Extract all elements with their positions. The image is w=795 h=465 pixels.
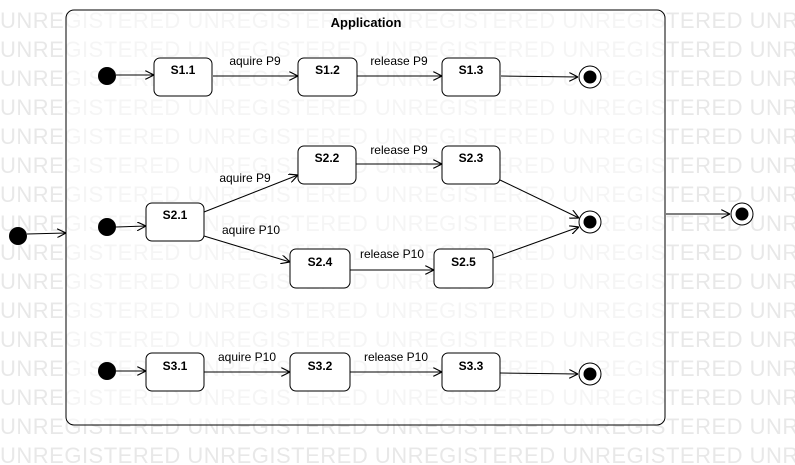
state-label: S3.1 (163, 359, 188, 373)
transition-label: aquire P10 (218, 350, 276, 364)
state-s2-3[interactable]: S2.3 (441, 145, 501, 185)
state-label: S1.2 (315, 63, 340, 77)
composite-state-application[interactable]: Application (65, 9, 666, 426)
state-s2-4[interactable]: S2.4 (289, 248, 351, 289)
region2-final-state[interactable] (578, 210, 602, 234)
state-label: S2.4 (308, 255, 333, 269)
state-s1-3[interactable]: S1.3 (441, 57, 501, 97)
region2-initial-state[interactable] (98, 218, 116, 236)
transition-label: aquire P9 (219, 171, 271, 185)
transition-label: aquire P9 (229, 54, 281, 68)
transition-label: release P10 (360, 247, 424, 261)
state-label: S2.5 (451, 255, 476, 269)
state-label: S3.3 (459, 359, 484, 373)
transition-s2-1-s2-4[interactable] (203, 235, 290, 262)
transition-s2-5-final[interactable] (492, 227, 579, 259)
transition-s2-3-final[interactable] (499, 179, 579, 218)
outer-final-state[interactable] (730, 202, 754, 226)
transition-label: release P10 (364, 350, 428, 364)
transition-label: release P9 (370, 143, 428, 157)
state-s3-1[interactable]: S3.1 (145, 352, 205, 392)
transition-s3-3-final[interactable] (499, 373, 578, 374)
state-label: S2.1 (163, 208, 188, 222)
region3-initial-state[interactable] (98, 362, 116, 380)
outer-initial-transition[interactable] (26, 233, 66, 234)
composite-state-title: Application (331, 15, 402, 30)
outer-initial-state[interactable] (9, 227, 27, 245)
transition-s1-3-final[interactable] (500, 76, 578, 77)
state-label: S2.3 (459, 151, 484, 165)
state-s3-2[interactable]: S3.2 (289, 352, 351, 392)
region1-initial-state[interactable] (98, 67, 116, 85)
state-s3-3[interactable]: S3.3 (441, 352, 501, 392)
state-s1-1[interactable]: S1.1 (153, 57, 213, 97)
composite-state-border (65, 9, 666, 426)
state-s2-5[interactable]: S2.5 (433, 248, 494, 289)
state-label: S1.1 (171, 63, 196, 77)
region3-final-state[interactable] (578, 362, 602, 386)
state-s1-2[interactable]: S1.2 (297, 57, 358, 97)
transition-s2-1-s2-2[interactable] (203, 175, 298, 213)
region2-initial-transition[interactable] (115, 226, 146, 227)
state-label: S2.2 (315, 151, 340, 165)
state-label: S3.2 (308, 359, 333, 373)
transition-label: release P9 (370, 54, 428, 68)
state-s2-1[interactable]: S2.1 (145, 202, 205, 242)
transition-label: aquire P10 (222, 223, 280, 237)
region1-final-state[interactable] (578, 65, 602, 89)
state-label: S1.3 (459, 63, 484, 77)
state-s2-2[interactable]: S2.2 (297, 145, 357, 185)
